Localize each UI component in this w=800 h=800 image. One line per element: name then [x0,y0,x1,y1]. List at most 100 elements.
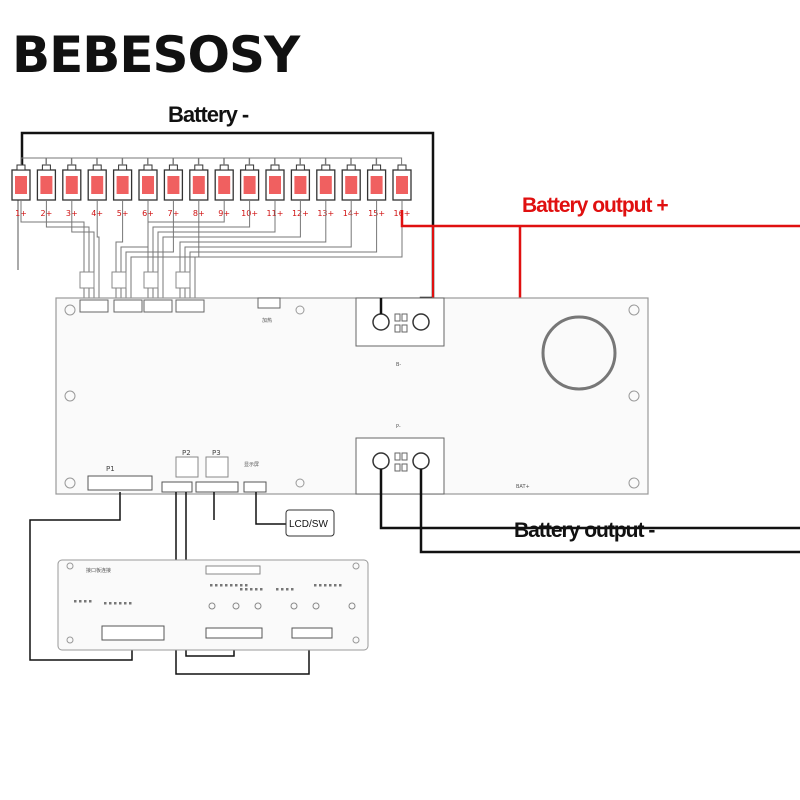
interface-pad [255,588,258,591]
interface-pad [84,600,87,603]
p2-connector [161,481,193,493]
interface-pad [210,584,213,587]
mount-hole [628,390,640,402]
interface-header [205,565,261,575]
b-terminal-pad [394,313,401,322]
cell-sense-wire [152,200,251,300]
cell-strap [274,157,301,165]
cell-strap [350,157,377,165]
battery-output-positive-wire [400,210,800,228]
battery-output-negative-label: Battery output - [514,519,655,542]
interface-pad [225,584,228,587]
battery-output-positive-label: Battery output + [522,194,668,217]
p-terminal-pad [394,452,401,461]
interface-via [312,602,320,610]
lcd-sw-box [285,509,335,537]
p1-connector [87,475,153,491]
b-terminal-block [355,297,445,347]
cell-strap [122,157,149,165]
bms-board [55,297,649,495]
heating-label: 加热 [262,317,272,324]
cell-strap [172,157,199,165]
balance-connector-1 [79,299,109,313]
cell-strap [376,157,403,165]
interface-pad [314,584,317,587]
mount-hole [628,477,640,489]
interface-via [232,602,240,610]
cell-strap [45,157,72,165]
balance-connector-2 [113,299,143,313]
display-label: 显示屏 [244,462,259,468]
balance-connector-3 [143,299,173,313]
interface-via [348,602,356,610]
p2-label: P2 [182,449,191,457]
interface-pad [119,602,122,605]
cell-strap [20,157,47,165]
b-minus-label: B- [396,362,401,368]
board-ring-terminal [541,315,617,391]
interface-pad [230,584,233,587]
b-terminal-pad [394,324,401,333]
interface-via [208,602,216,610]
cell-sense-wire [115,200,124,300]
interface-pad [220,584,223,587]
mount-hole [66,636,74,644]
mount-hole [628,304,640,316]
p1-cable [29,492,133,661]
p3-socket [205,456,229,478]
interface-pad [79,600,82,603]
cell-strap [249,157,276,165]
display-connector [243,481,267,493]
interface-pad [240,584,243,587]
p-minus-label: P- [396,424,401,430]
p-terminal-pad [394,463,401,472]
ntc-sensor [79,271,95,289]
cell-sense-wire [20,200,85,300]
interface-components [74,584,356,610]
mount-hole [352,636,360,644]
display-cable [255,492,286,525]
interface-pad [240,588,243,591]
cell-sense-wire [96,200,100,300]
p-minus-wire-1 [379,469,800,530]
interface-pad [109,602,112,605]
cell-strap [325,157,352,165]
heating-connector [257,297,281,309]
cell-sense-wire [194,200,403,300]
interface-pad [291,588,294,591]
ntc-sensor [143,271,159,289]
b-terminal-pad [401,324,408,333]
interface-pad [114,602,117,605]
cell-strap [299,157,326,165]
p-terminal-pad [401,463,408,472]
interface-p3-connector [291,627,333,639]
ntc-sensor [111,271,127,289]
interface-pad [286,588,289,591]
interface-pad [260,588,263,591]
b-terminal-right [412,313,430,331]
cell-strap [147,157,174,165]
p3-connector [195,481,239,493]
mount-hole [64,390,76,402]
interface-via [254,602,262,610]
interface-pad [324,584,327,587]
cell-sense-wire [162,200,301,300]
interface-pad [281,588,284,591]
interface-pad [215,584,218,587]
interface-pad [129,602,132,605]
cell-sense-wire [179,200,327,300]
interface-pad [339,584,342,587]
cell-strap [96,157,123,165]
p-terminal-right [412,452,430,470]
interface-pad [124,602,127,605]
mount-hole [64,304,76,316]
mount-hole [295,478,305,488]
p-terminal-pad [401,452,408,461]
cell-strap [198,157,225,165]
interface-pad [245,584,248,587]
interface-pad [250,588,253,591]
brand-logo: BEBESOSY [12,26,300,84]
mount-hole [295,305,305,315]
interface-pad [276,588,279,591]
